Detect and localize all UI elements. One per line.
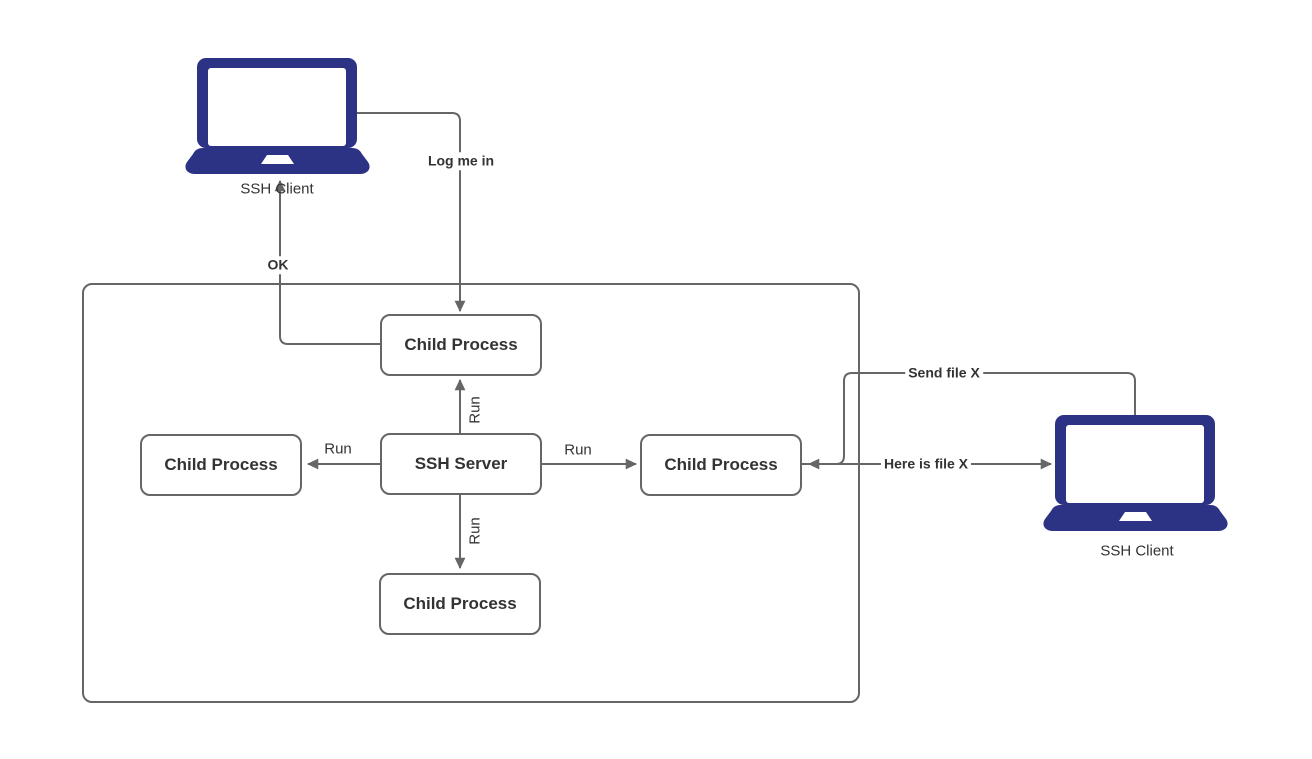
edge-label-log-me-in: Log me in xyxy=(424,152,498,170)
node-label: Child Process xyxy=(403,594,517,613)
edge-log-me-in xyxy=(357,112,466,313)
node-ssh-server: SSH Server xyxy=(380,433,542,495)
edge-ok xyxy=(274,179,380,345)
node-child-process-top: Child Process xyxy=(380,314,542,376)
ssh-client-left-label: SSH Client xyxy=(240,180,314,198)
node-child-process-left: Child Process xyxy=(140,434,302,496)
ssh-client-right-label: SSH Client xyxy=(1100,542,1174,560)
edge-label-run-right: Run xyxy=(562,441,594,461)
edge-label-send-file-x: Send file X xyxy=(905,364,983,382)
node-label: SSH Server xyxy=(414,454,508,473)
edge-label-ok: OK xyxy=(264,256,292,274)
edge-send-file-x xyxy=(807,372,1136,470)
edge-label-here-is-file-x: Here is file X xyxy=(880,455,972,473)
node-child-process-bottom: Child Process xyxy=(379,573,541,635)
node-label: Child Process xyxy=(404,335,518,354)
laptop-icon-right xyxy=(1043,415,1228,531)
node-label: Child Process xyxy=(164,455,278,474)
edge-label-run-up: Run xyxy=(466,394,486,426)
node-child-process-right: Child Process xyxy=(640,434,802,496)
edge-label-run-left: Run xyxy=(322,440,354,460)
laptop-icon-left xyxy=(185,58,370,174)
edge-label-run-down: Run xyxy=(466,515,486,547)
node-label: Child Process xyxy=(664,455,778,474)
server-boundary xyxy=(82,283,860,703)
